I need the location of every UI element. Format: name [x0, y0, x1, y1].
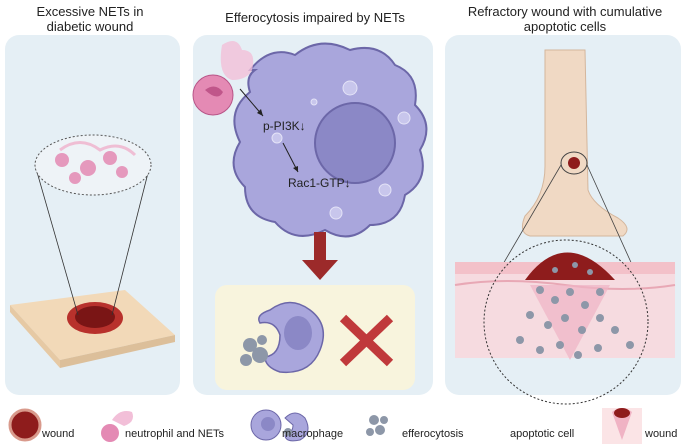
cross-icon [339, 314, 394, 367]
apoptotic-cells-cluster [516, 262, 634, 359]
nucleus [314, 102, 396, 184]
legend-label-efferocytosis: efferocytosis [402, 428, 464, 440]
legend-label-wound: wound [42, 428, 75, 440]
title-efferocytosis: Efferocytosis impaired by NETs [225, 10, 405, 25]
legend-neutrophil-icon [101, 424, 119, 442]
legend-label-neutrophil: neutrophil and NETs [125, 428, 225, 440]
apoptotic-cell-icon [240, 335, 268, 366]
arrow-down [314, 232, 326, 262]
title-refractory: Refractory wound with cumulative apoptot… [467, 4, 663, 34]
legend-apoptotic-icon [366, 415, 388, 436]
legend-wound-icon [8, 408, 42, 442]
leg [521, 49, 628, 237]
label-p-pi3k: p-PI3K↓ [263, 119, 306, 133]
title-nets: Excessive NETs in diabetic wound [36, 4, 144, 34]
label-rac1-gtp: Rac1-GTP↓ [288, 176, 351, 190]
legend-label-macrophage: macrophage [282, 428, 344, 440]
skin-cross-section [454, 252, 676, 360]
neutrophil-cluster [55, 141, 137, 184]
legend-label-skin-wound: wound [645, 428, 678, 440]
neutrophil-icon [192, 41, 254, 116]
legend-label-apoptotic-cell: apoptotic cell [510, 428, 575, 440]
